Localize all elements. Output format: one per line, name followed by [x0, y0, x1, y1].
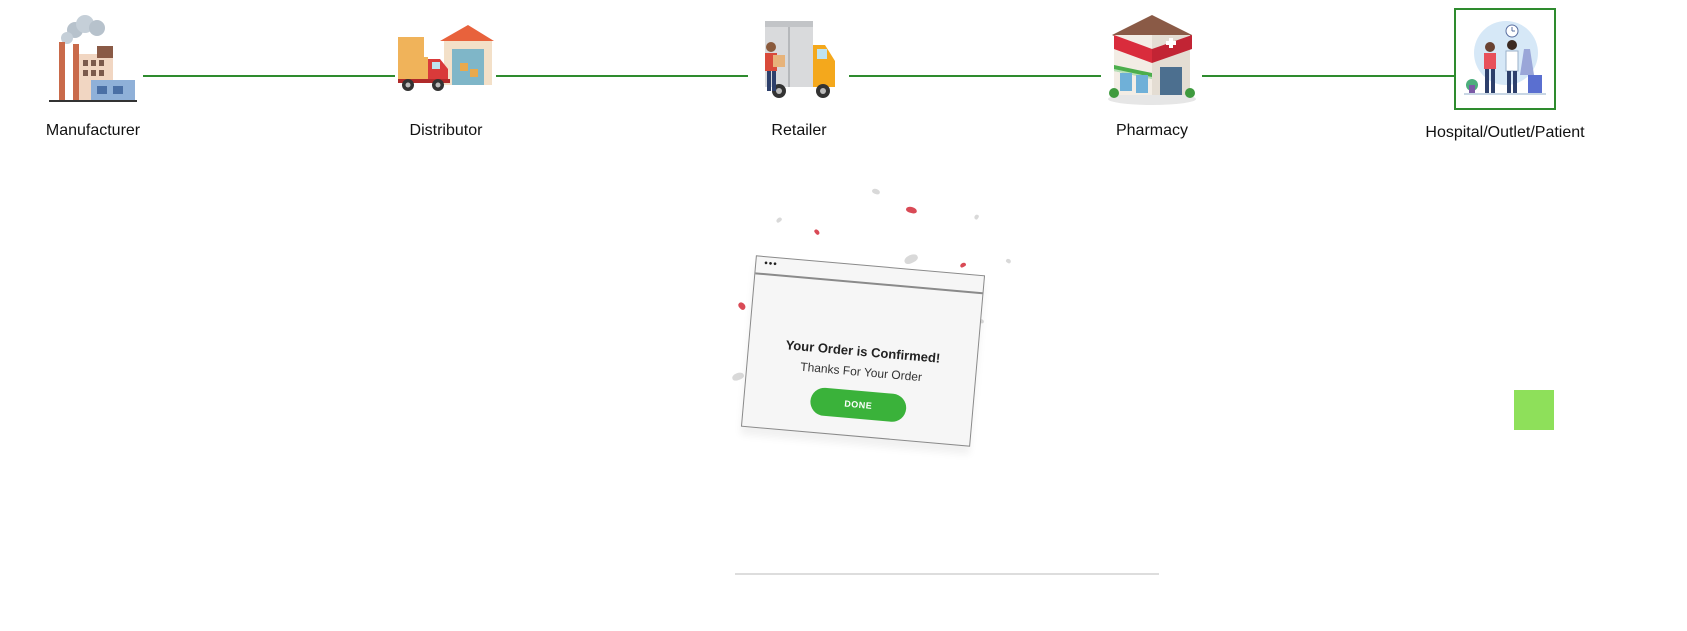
- stage-label: Hospital/Outlet/Patient: [1425, 124, 1585, 141]
- confirmation-card: ••• Your Order is Confirmed! Thanks For …: [740, 255, 986, 447]
- stage-manufacturer[interactable]: Manufacturer: [13, 8, 173, 140]
- confetti-piece: [813, 228, 821, 236]
- window-dots-icon: •••: [763, 258, 779, 271]
- confetti-piece: [902, 252, 920, 266]
- stage-label: Distributor: [409, 122, 483, 139]
- connector-line: [143, 75, 395, 77]
- confetti-piece: [1005, 258, 1012, 264]
- stage-distributor[interactable]: Distributor: [366, 8, 526, 140]
- delivery-truck-icon: [765, 21, 835, 98]
- confetti-piece: [871, 187, 881, 196]
- stage-label: Manufacturer: [45, 122, 141, 139]
- confetti-piece: [973, 213, 980, 221]
- pharmacy-store-icon: [1108, 15, 1196, 105]
- confetti-piece: [775, 216, 783, 224]
- card-titlebar: •••: [755, 256, 984, 295]
- stage-retailer[interactable]: Retailer: [719, 8, 879, 140]
- connector-line: [496, 75, 748, 77]
- factory-icon: [49, 15, 137, 102]
- warehouse-truck-icon: [398, 25, 494, 91]
- confetti-piece: [731, 371, 745, 382]
- stage-pharmacy[interactable]: Pharmacy: [1072, 8, 1232, 140]
- stage-label: Pharmacy: [1115, 122, 1189, 139]
- confetti-piece: [737, 301, 747, 311]
- connector-line: [849, 75, 1101, 77]
- confetti-piece: [959, 261, 967, 269]
- stage-label: Retailer: [771, 122, 827, 139]
- hospital-doctor-patient-icon: [1464, 21, 1546, 95]
- divider-line: [735, 573, 1159, 575]
- confetti-piece: [905, 205, 918, 215]
- stage-hospital-outlet-patient[interactable]: Hospital/Outlet/Patient: [1425, 8, 1585, 142]
- connector-line: [1202, 75, 1454, 77]
- status-indicator-square: [1514, 390, 1554, 430]
- done-button[interactable]: DONE: [809, 386, 908, 423]
- order-confirmation-animation: ••• Your Order is Confirmed! Thanks For …: [720, 185, 1040, 475]
